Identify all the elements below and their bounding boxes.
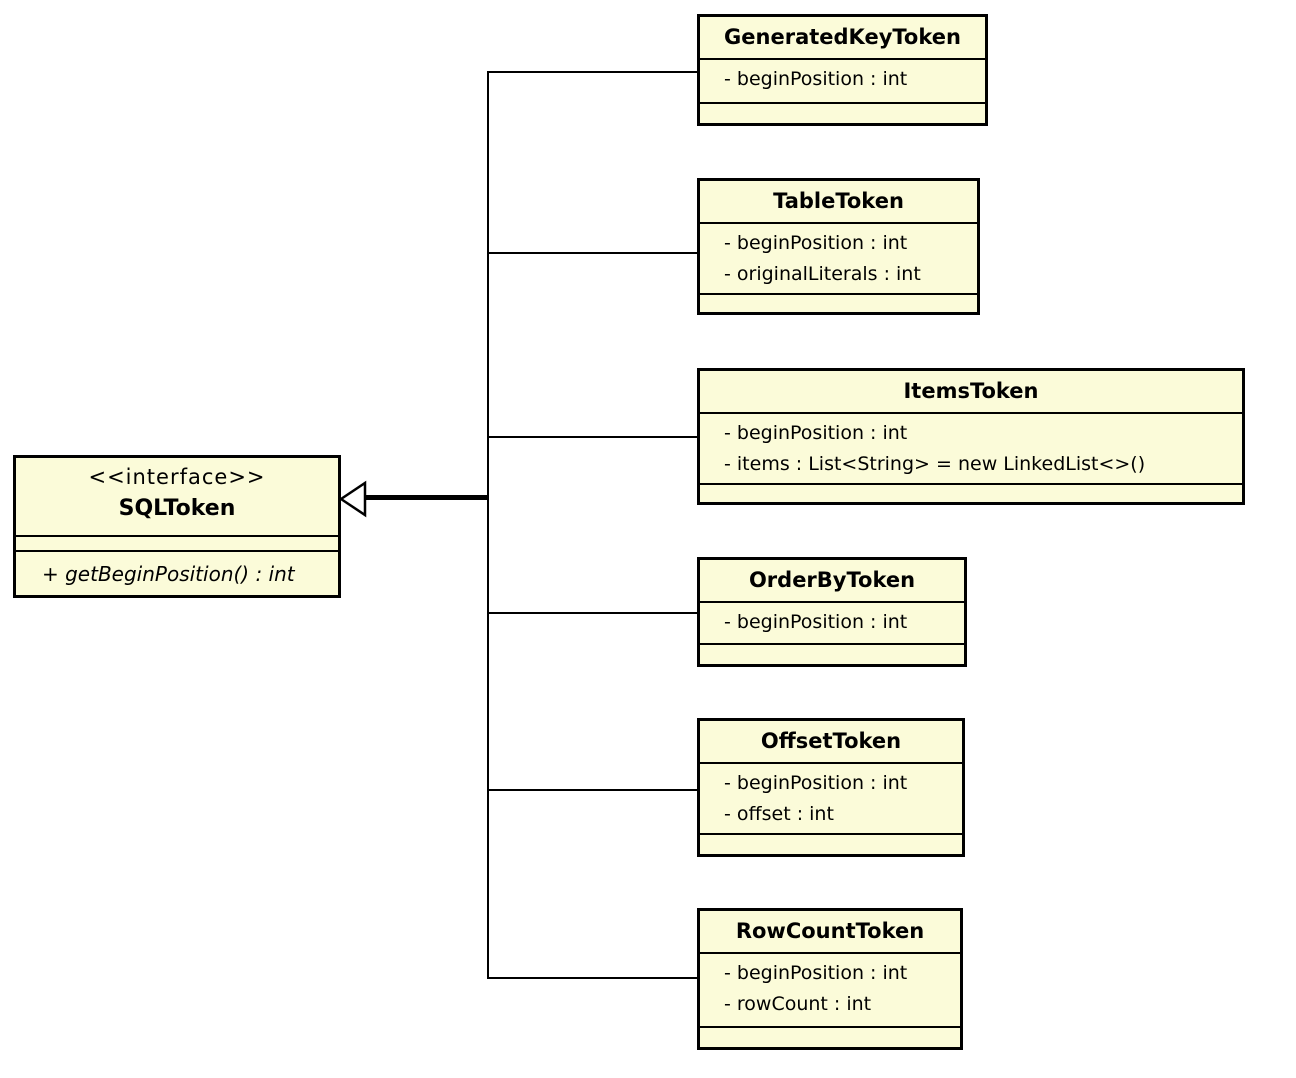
class-rowcounttoken: RowCountToken - beginPosition : int - ro… [697, 908, 963, 1050]
branch-line-orderbytoken [487, 612, 697, 614]
interface-sqltoken: <<interface>> SQLToken + getBeginPositio… [13, 455, 341, 598]
attributes-compartment: - beginPosition : int - items : List<Str… [700, 414, 1242, 485]
attributes-compartment: - beginPosition : int - offset : int [700, 764, 962, 835]
class-name: TableToken [700, 181, 977, 224]
class-offsettoken: OffsetToken - beginPosition : int - offs… [697, 718, 965, 857]
attribute: - offset : int [724, 803, 834, 825]
attributes-compartment: - beginPosition : int - originalLiterals… [700, 224, 977, 295]
interface-name: SQLToken [118, 496, 236, 521]
branch-line-rowcounttoken [487, 977, 697, 979]
inheritance-trunk-line [487, 71, 489, 979]
attributes-compartment: - beginPosition : int [700, 603, 964, 645]
attribute: - beginPosition : int [724, 611, 908, 633]
attributes-compartment: - beginPosition : int - rowCount : int [700, 954, 960, 1028]
methods-compartment-empty [700, 645, 964, 664]
class-orderbytoken: OrderByToken - beginPosition : int [697, 557, 967, 667]
branch-line-itemstoken [487, 436, 697, 438]
interface-method: + getBeginPosition() : int [42, 561, 295, 586]
class-itemstoken: ItemsToken - beginPosition : int - items… [697, 368, 1245, 505]
attribute: - beginPosition : int [724, 772, 908, 794]
interface-title-compartment: <<interface>> SQLToken [16, 458, 338, 537]
class-name: RowCountToken [700, 911, 960, 954]
attribute: - beginPosition : int [724, 68, 908, 90]
branch-line-offsettoken [487, 789, 697, 791]
class-tabletoken: TableToken - beginPosition : int - origi… [697, 178, 980, 315]
methods-compartment-empty [700, 835, 962, 854]
attribute: - beginPosition : int [724, 232, 908, 254]
attribute: - beginPosition : int [724, 422, 908, 444]
class-name: GeneratedKeyToken [700, 17, 985, 60]
attribute: - rowCount : int [724, 993, 872, 1015]
class-name: OrderByToken [700, 560, 964, 603]
attribute: - items : List<String> = new LinkedList<… [724, 453, 1146, 475]
interface-stereotype: <<interface>> [88, 465, 266, 489]
interface-methods-compartment: + getBeginPosition() : int [16, 552, 338, 595]
attribute: - beginPosition : int [724, 962, 908, 984]
methods-compartment-empty [700, 1028, 960, 1047]
class-name: ItemsToken [700, 371, 1242, 414]
attributes-compartment: - beginPosition : int [700, 60, 985, 104]
branch-line-generatedkeytoken [487, 71, 697, 73]
branch-line-tabletoken [487, 252, 697, 254]
realization-triangle-icon [339, 480, 367, 518]
methods-compartment-empty [700, 295, 977, 314]
interface-attributes-compartment-empty [16, 537, 338, 552]
class-generatedkeytoken: GeneratedKeyToken - beginPosition : int [697, 14, 988, 126]
attribute: - originalLiterals : int [724, 263, 921, 285]
realization-line [364, 495, 488, 500]
methods-compartment-empty [700, 485, 1242, 504]
class-name: OffsetToken [700, 721, 962, 764]
methods-compartment-empty [700, 104, 985, 123]
